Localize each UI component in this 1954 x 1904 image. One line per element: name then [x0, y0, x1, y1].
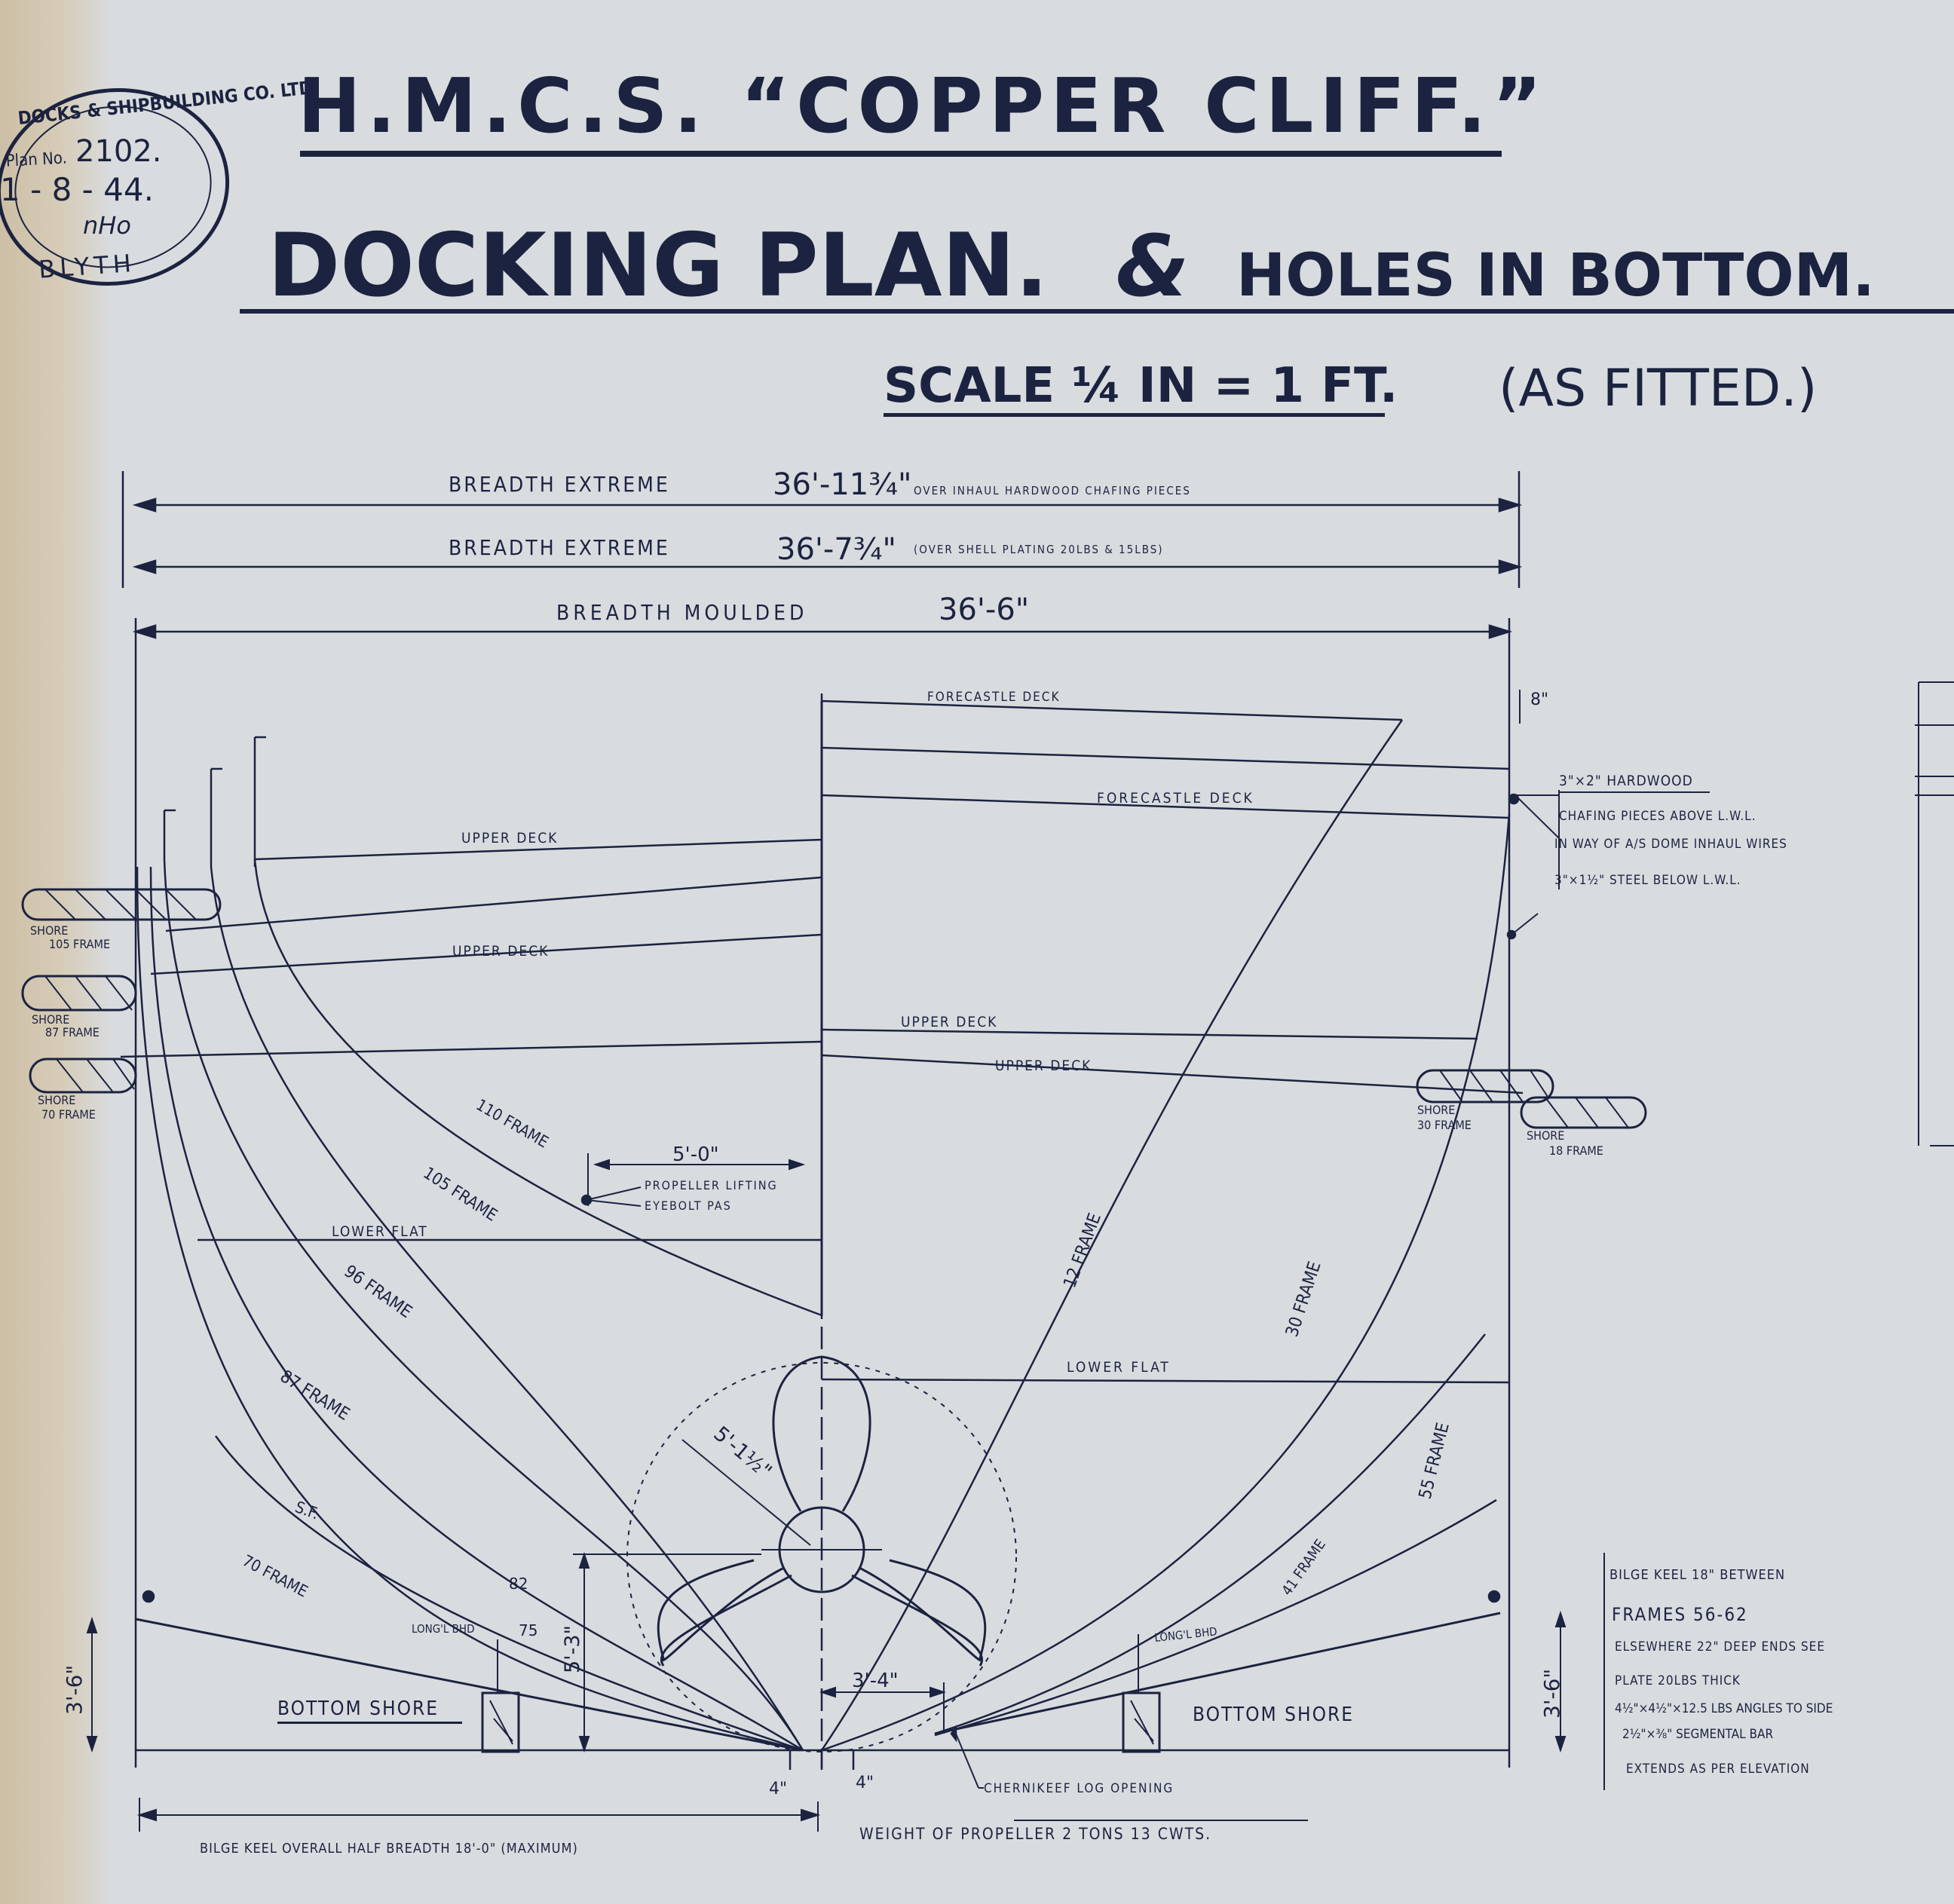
keel-right-dim: 3'-6" [1539, 1669, 1564, 1719]
bottom-shore-left-label: BOTTOM SHORE [277, 1697, 439, 1720]
stamp-company: DOCKS & SHIPBUILDING CO. LTD [17, 77, 313, 129]
frame-70-label: 70 FRAME [240, 1551, 311, 1600]
breadth-extreme-2-note: (OVER SHELL PLATING 20LBS & 15LBS) [914, 543, 1164, 556]
breadth-extreme-1-note: OVER INHAUL HARDWOOD CHAFING PIECES [914, 484, 1191, 497]
frame-96-label: 96 FRAME [341, 1262, 416, 1323]
shore-70-label: SHORE [38, 1093, 75, 1107]
hull-sections [120, 693, 1524, 1770]
stamp-place: BLYTH [38, 249, 136, 284]
weight-of-propeller: WEIGHT OF PROPELLER 2 TONS 13 CWTS. [859, 1825, 1211, 1843]
chernikeef-log-opening: CHERNIKEEF LOG OPENING [984, 1781, 1174, 1796]
shores [21, 888, 1647, 1753]
breadth-dimensions [121, 471, 1523, 1768]
shipyard-stamp: DOCKS & SHIPBUILDING CO. LTD Plan No. 21… [0, 77, 314, 286]
shore-70-frame: 70 FRAME [41, 1107, 96, 1122]
keel-left-dim: 3'-6" [62, 1665, 87, 1715]
hub-offset-dim: 3'-4" [852, 1670, 899, 1692]
lower-flat-right: LOWER FLAT [1067, 1359, 1171, 1376]
title-block: H.M.C.S. “COPPER CLIFF.” DOCKING PLAN. &… [240, 62, 1954, 418]
top-offset-dim: 8" [1530, 690, 1548, 709]
frame-55-label: 55 FRAME [1416, 1421, 1453, 1501]
bilge-keel-notes: BILGE KEEL 18" BETWEEN FRAMES 56-62 ELSE… [1609, 1567, 1833, 1777]
frame-41-label: 41 FRAME [1279, 1536, 1329, 1599]
bilge-note-6: 2½"×⅜" SEGMENTAL BAR [1622, 1727, 1773, 1742]
bilge-note-2: FRAMES 56-62 [1612, 1604, 1748, 1625]
forecastle-deck-upper: FORECASTLE DECK [927, 690, 1061, 705]
shore-105-frame: 105 FRAME [49, 937, 110, 951]
shore-18-label: SHORE [1527, 1128, 1564, 1143]
frame-82-mark: 82 [509, 1575, 528, 1593]
stamp-plan-label: Plan No. [5, 148, 67, 170]
breadth-moulded-value: 36'-6" [939, 592, 1029, 627]
shore-87-label: SHORE [32, 1012, 69, 1027]
long-bhd-left: LONG'L BHD [412, 1622, 474, 1636]
chafing-note-4: 3"×1½" STEEL BELOW L.W.L. [1554, 873, 1741, 888]
keel-half-left-dim: 4" [769, 1780, 787, 1798]
breadth-extreme-2-label: BREADTH EXTREME [449, 535, 670, 560]
upper-deck-right-1: UPPER DECK [901, 1014, 997, 1030]
upper-deck-left-2: UPPER DECK [452, 943, 549, 960]
bilge-keel-overall: BILGE KEEL OVERALL HALF BREADTH 18'-0" (… [200, 1841, 578, 1857]
propeller-radius-dim: 5'-1½" [709, 1422, 776, 1484]
breadth-extreme-2-value: 36'-7¾" [776, 532, 896, 567]
propeller [626, 1355, 1017, 1752]
frame-12-label: 12 FRAME [1060, 1211, 1105, 1290]
shore-18-frame: 18 FRAME [1549, 1143, 1603, 1158]
frame-87-label: 87 FRAME [277, 1367, 353, 1425]
stamp-initials: nHo [83, 211, 131, 240]
keel-half-right-dim: 4" [856, 1774, 874, 1792]
frame-105-label: 105 FRAME [420, 1164, 501, 1226]
title-ampersand: & [1116, 218, 1190, 316]
detail-dimensions [86, 690, 1605, 1832]
adjacent-drawing-fragment [1915, 681, 1954, 1146]
frame-110-label: 110 FRAME [473, 1096, 552, 1152]
frame-30-label: 30 FRAME [1282, 1260, 1325, 1339]
stamp-plan-number: 2102. [75, 134, 162, 169]
breadth-moulded-label: BREADTH MOULDED [556, 600, 807, 625]
drawing-subtitle: HOLES IN BOTTOM. [1236, 242, 1875, 310]
hub-height-dim: 5'-3" [561, 1625, 584, 1673]
chafing-note-2: CHAFING PIECES ABOVE L.W.L. [1559, 809, 1756, 824]
breadth-extreme-1-label: BREADTH EXTREME [449, 472, 670, 497]
ship-name: H.M.C.S. “COPPER CLIFF.” [298, 62, 1548, 150]
upper-deck-left-1: UPPER DECK [461, 830, 558, 846]
frame-75-mark: 75 [519, 1621, 538, 1639]
stamp-date: 1 - 8 - 44. [0, 171, 154, 208]
bilge-note-7: EXTENDS AS PER ELEVATION [1626, 1762, 1810, 1777]
propeller-lifting-note: PROPELLER LIFTING [645, 1178, 778, 1192]
frame-sf-label: S.F. [292, 1498, 321, 1523]
shore-30-label: SHORE [1417, 1103, 1455, 1117]
bilge-note-1: BILGE KEEL 18" BETWEEN [1609, 1567, 1785, 1583]
propeller-gap-dim: 5'-0" [672, 1143, 719, 1166]
eyebolt-note: EYEBOLT PAS [645, 1198, 732, 1213]
paper-edge [0, 0, 113, 1904]
bottom-shore-right-label: BOTTOM SHORE [1193, 1703, 1354, 1726]
bilge-note-3: ELSEWHERE 22" DEEP ENDS SEE [1615, 1639, 1825, 1655]
bilge-note-5: 4½"×4½"×12.5 LBS ANGLES TO SIDE [1615, 1701, 1833, 1716]
scale-label: SCALE ¼ IN = 1 FT. [884, 358, 1398, 414]
chafing-notes: 3"×2" HARDWOOD CHAFING PIECES ABOVE L.W.… [1554, 773, 1787, 888]
lower-flat-left: LOWER FLAT [332, 1223, 428, 1240]
breadth-extreme-1-value: 36'-11¾" [773, 467, 911, 502]
drawing-title: DOCKING PLAN. [268, 215, 1049, 317]
chafing-note-1: 3"×2" HARDWOOD [1559, 773, 1693, 789]
status-label: (AS FITTED.) [1499, 359, 1817, 418]
shore-105-label: SHORE [30, 923, 68, 938]
shore-30-frame: 30 FRAME [1417, 1118, 1472, 1132]
upper-deck-right-2: UPPER DECK [995, 1058, 1092, 1074]
chafing-note-3: IN WAY OF A/S DOME INHAUL WIRES [1554, 837, 1787, 852]
forecastle-deck-lower: FORECASTLE DECK [1097, 790, 1254, 807]
bilge-note-4: PLATE 20LBS THICK [1615, 1673, 1741, 1688]
shore-87-frame: 87 FRAME [45, 1025, 100, 1039]
